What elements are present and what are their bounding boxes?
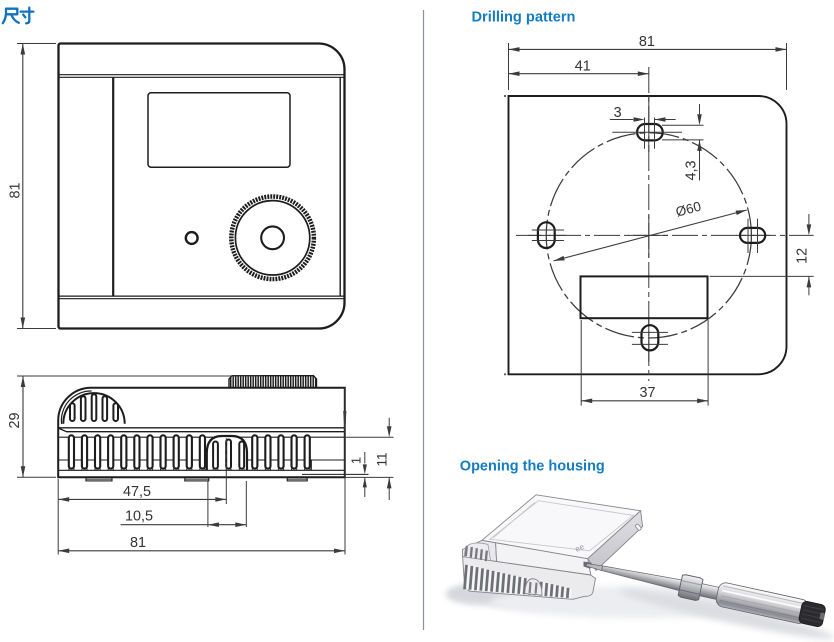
svg-text:29: 29 bbox=[7, 412, 23, 428]
svg-text:81: 81 bbox=[130, 535, 146, 551]
svg-text:12: 12 bbox=[794, 248, 810, 264]
svg-text:81: 81 bbox=[639, 34, 655, 50]
svg-text:Drilling pattern: Drilling pattern bbox=[472, 10, 576, 26]
svg-text:41: 41 bbox=[575, 58, 591, 74]
svg-text:4,3: 4,3 bbox=[684, 160, 700, 180]
svg-text:Opening the housing: Opening the housing bbox=[460, 459, 605, 475]
svg-text:81: 81 bbox=[7, 182, 23, 198]
svg-text:ee: ee bbox=[574, 542, 586, 554]
svg-text:10,5: 10,5 bbox=[125, 509, 153, 525]
svg-text:Ø60: Ø60 bbox=[674, 199, 703, 220]
svg-text:3: 3 bbox=[614, 105, 622, 121]
svg-text:11: 11 bbox=[374, 452, 389, 466]
svg-text:1: 1 bbox=[349, 457, 364, 464]
svg-text:37: 37 bbox=[639, 385, 655, 401]
svg-text:47,5: 47,5 bbox=[123, 484, 151, 500]
